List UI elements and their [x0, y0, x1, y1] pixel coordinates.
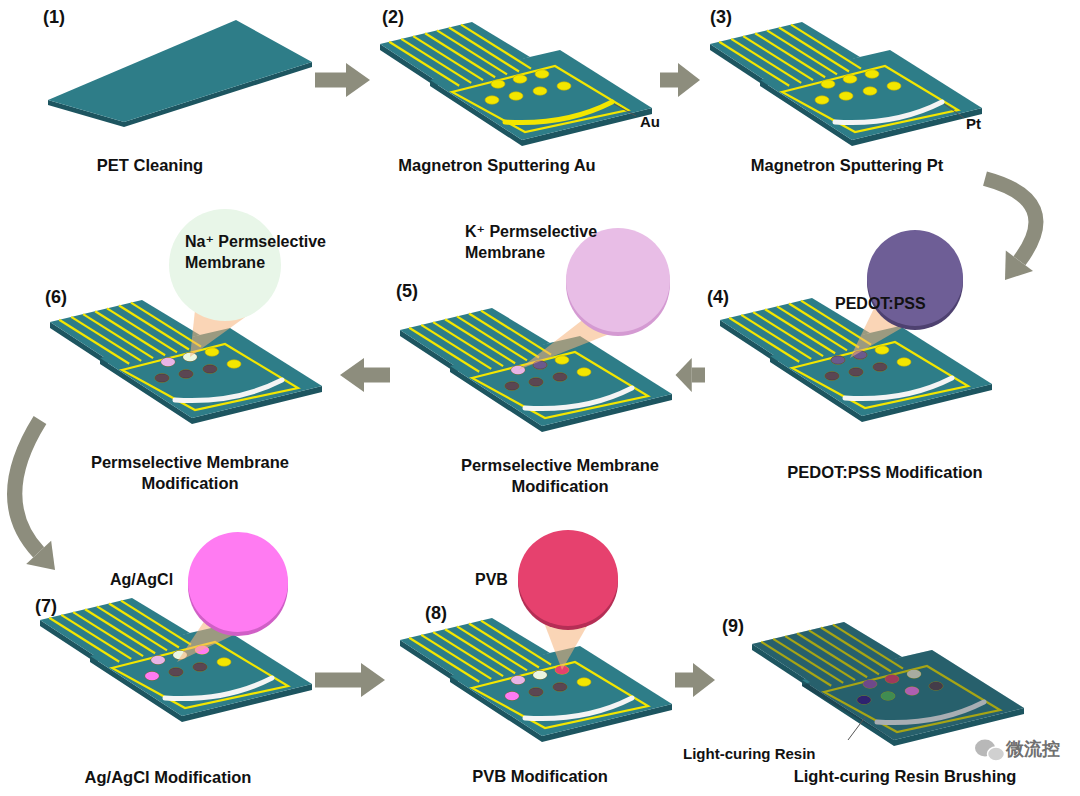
step-caption: Light-curing Resin Brushing — [755, 766, 1055, 787]
arrow-shaft — [315, 673, 361, 688]
arrow-shaft — [315, 73, 346, 88]
process-arrow — [675, 663, 715, 697]
step-caption: Permselective Membrane Modification — [448, 455, 673, 496]
watermark: 微流控 — [1006, 738, 1060, 761]
step-caption: Magnetron Sputtering Pt — [707, 155, 987, 176]
step-number: (2) — [382, 8, 404, 28]
process-arrow — [660, 63, 700, 97]
step-number: (5) — [396, 282, 418, 302]
arrow-shaft — [15, 420, 40, 552]
process-step: (8) PVB Modification — [385, 590, 675, 790]
process-arrow — [676, 358, 706, 392]
process-step: (6) Permselective Membrane Modification — [40, 280, 340, 496]
arrow-head — [678, 63, 700, 97]
process-step: (5) Permselective Membrane Modification — [390, 280, 676, 500]
arrow-head — [693, 663, 715, 697]
step-number: (3) — [710, 8, 732, 28]
arrow-shaft — [675, 673, 693, 688]
step-caption: Magnetron Sputtering Au — [362, 155, 632, 176]
arrow-shaft — [985, 179, 1036, 261]
step-caption: Ag/AgCl Modification — [38, 767, 298, 788]
part-label: Light-curing Resin — [683, 744, 816, 764]
process-step: (7) Ag/AgCl Modification — [30, 570, 315, 792]
part-label: Ag/AgCl — [110, 570, 173, 591]
step-number: (1) — [43, 8, 65, 28]
part-label: PVB — [475, 570, 508, 591]
part-label: Na⁺ Permselective Membrane — [185, 232, 385, 274]
arrow-head — [26, 541, 55, 570]
arrow-head — [346, 63, 370, 97]
step-caption: PVB Modification — [420, 766, 660, 787]
process-arrow — [315, 663, 385, 697]
part-label: K⁺ Permselective Membrane — [465, 222, 645, 264]
process-arrow — [315, 63, 370, 97]
part-label: Au — [640, 112, 660, 132]
step-number: (7) — [35, 597, 57, 617]
process-arrow — [985, 179, 1036, 280]
arrow-head — [361, 663, 385, 697]
process-step: (1)PET Cleaning — [35, 8, 315, 179]
process-step: (3) Magnetron Sputtering Pt — [700, 8, 1000, 179]
step-number: (4) — [707, 288, 729, 308]
step-number: (8) — [425, 604, 447, 624]
arrow-head — [676, 358, 692, 392]
arrow-shaft — [660, 73, 678, 88]
step-number: (6) — [45, 288, 67, 308]
part-label: PEDOT:PSS — [835, 294, 926, 315]
arrow-shaft — [692, 368, 705, 383]
process-step: (2)Magnetron Sputtering Au — [370, 8, 660, 179]
arrow-shaft — [364, 368, 390, 383]
step-number: (9) — [722, 617, 744, 637]
step-caption: PET Cleaning — [25, 155, 275, 176]
arrow-head — [1005, 251, 1033, 280]
part-label: Pt — [966, 114, 981, 134]
process-arrow — [15, 420, 55, 570]
process-arrow — [340, 358, 390, 392]
step-caption: Permselective Membrane Modification — [78, 452, 303, 493]
arrow-head — [340, 358, 364, 392]
step-caption: PEDOT:PSS Modification — [735, 462, 1035, 483]
